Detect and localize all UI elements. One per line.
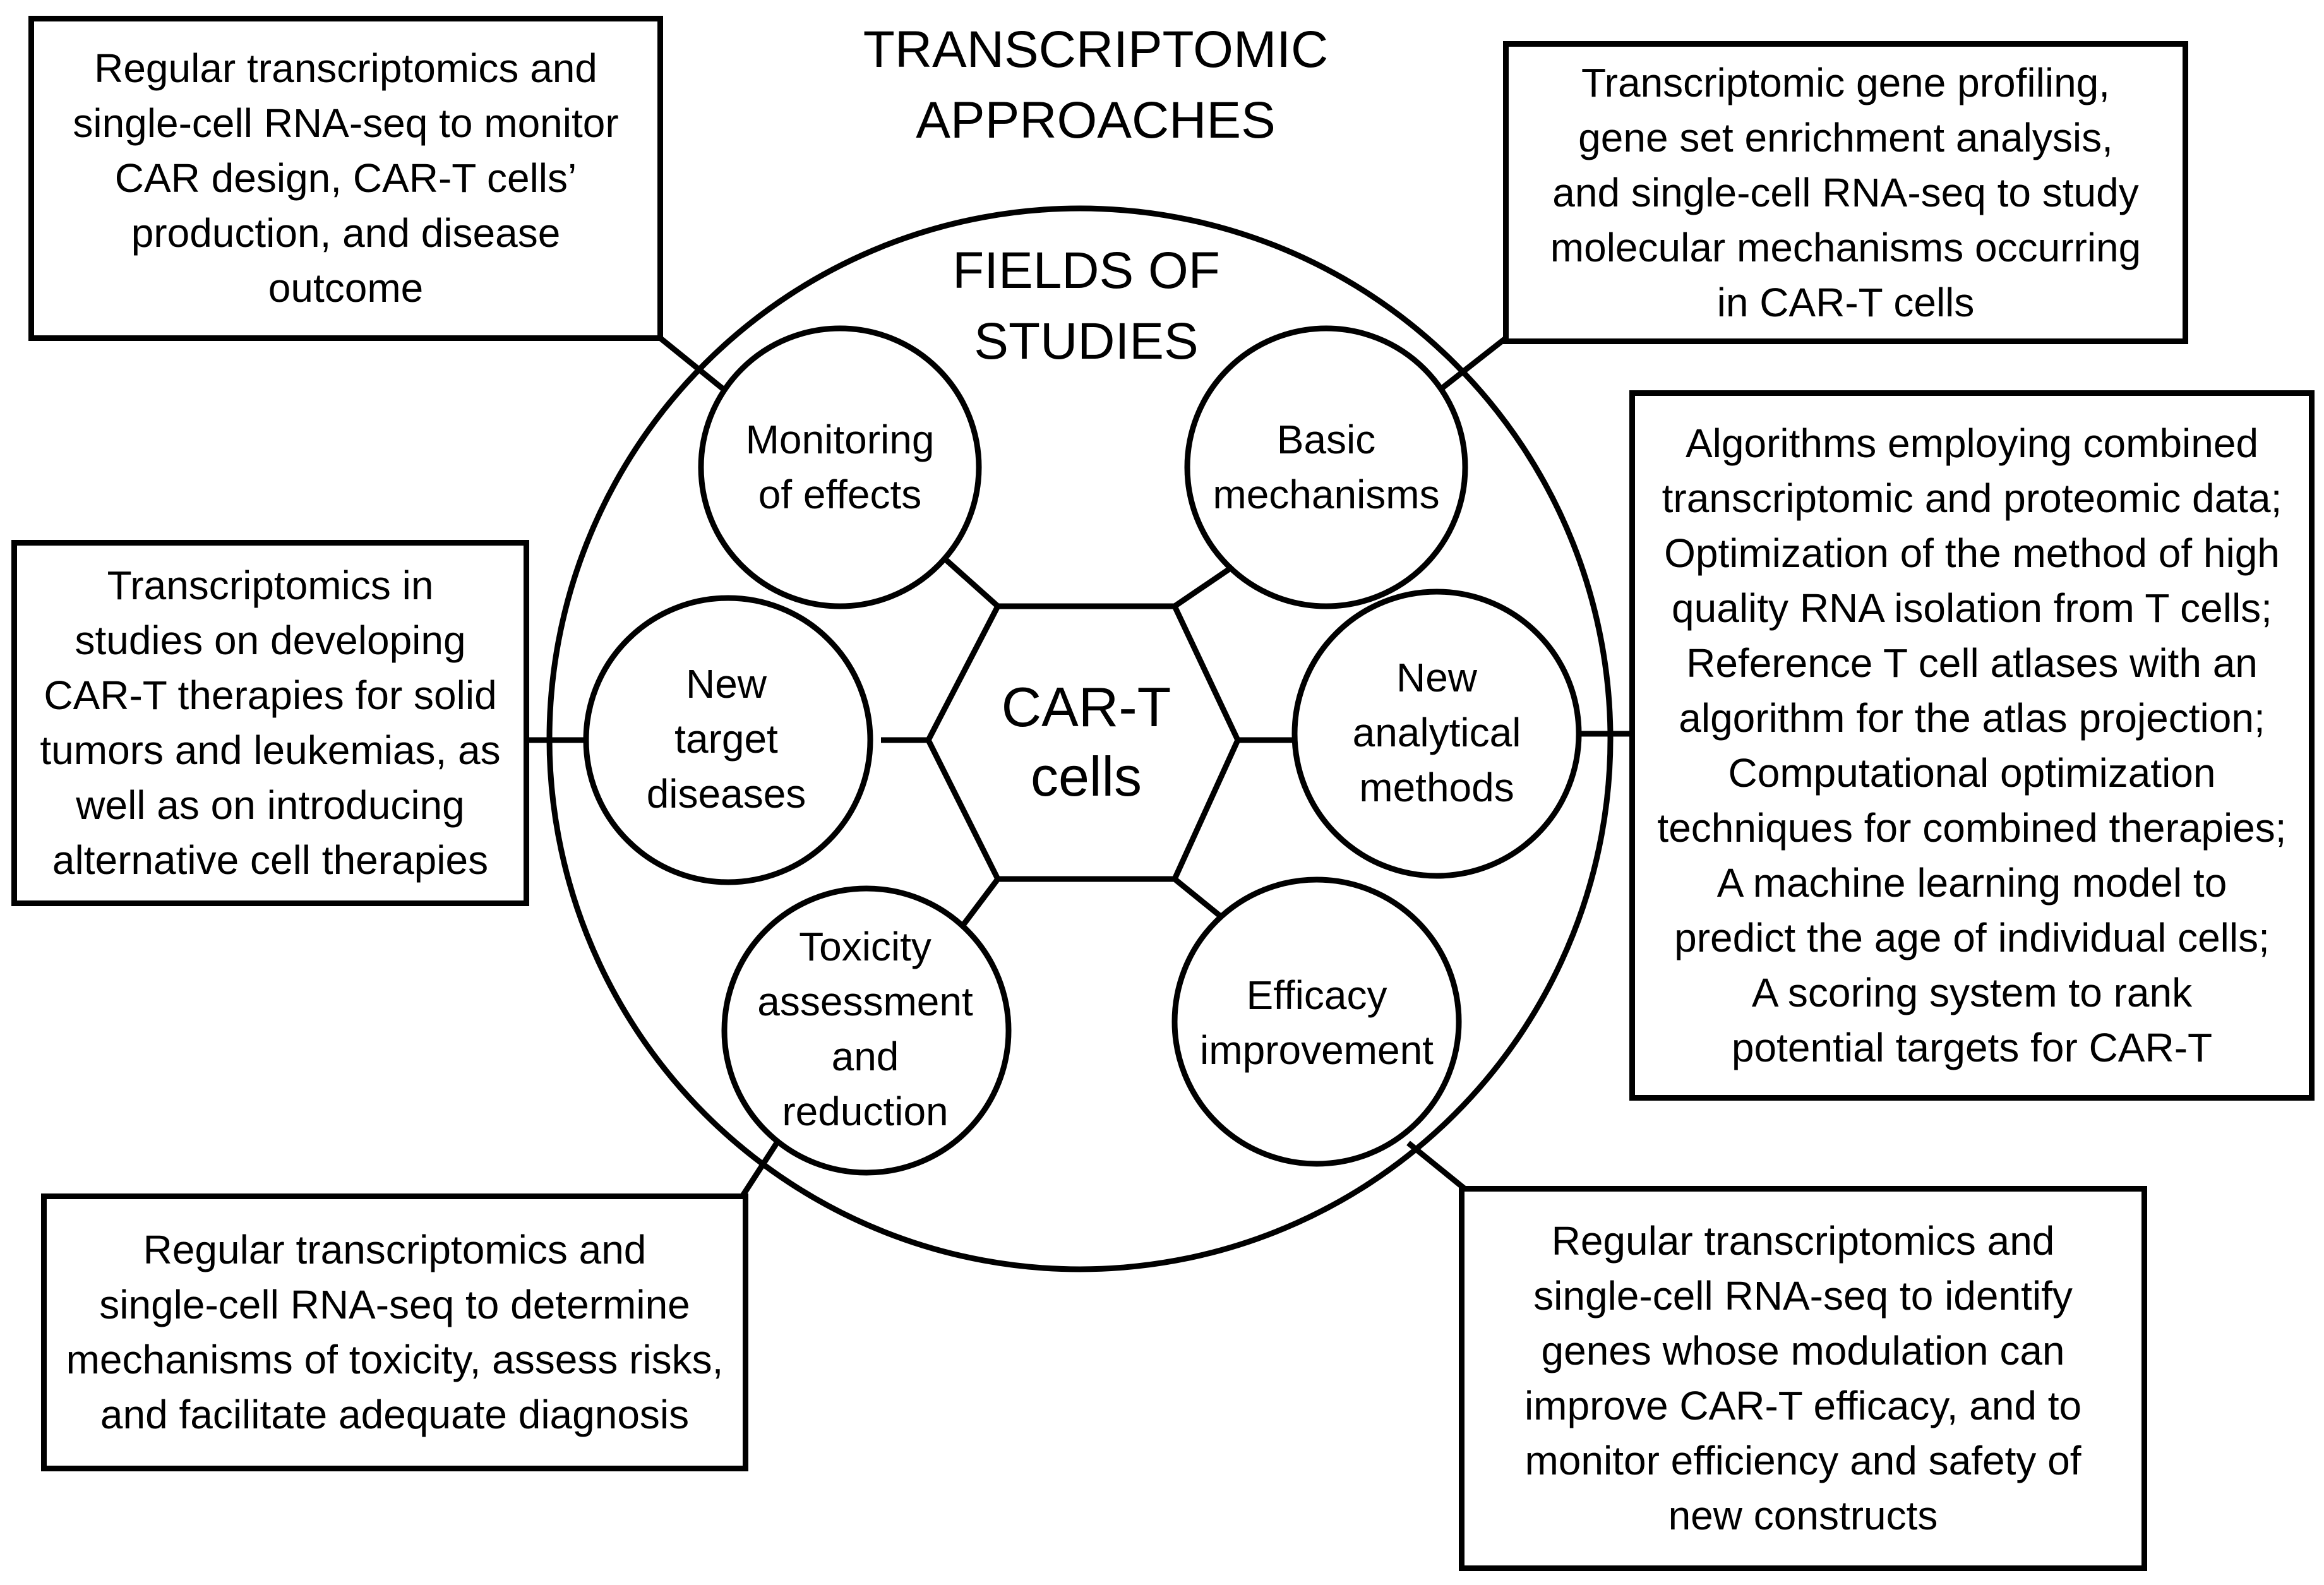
box-middle-left: Transcriptomics in studies on developing… bbox=[11, 540, 529, 906]
center-label: CAR-T cells bbox=[1001, 676, 1171, 808]
center-hexagon bbox=[925, 603, 1241, 882]
box-middle-right: Algorithms employing combined transcript… bbox=[1629, 390, 2315, 1101]
box-bottom-right: Regular transcriptomics and single-cell … bbox=[1459, 1186, 2147, 1571]
field-circle-basic bbox=[1184, 325, 1468, 609]
spoke-toxicity bbox=[961, 877, 1000, 927]
box-top-left: Regular transcriptomics and single-cell … bbox=[28, 16, 663, 341]
field-circle-toxicity bbox=[721, 885, 1012, 1176]
field-label-new-methods: New analytical methods bbox=[1352, 654, 1521, 810]
box-bottom-left: Regular transcriptomics and single-cell … bbox=[41, 1193, 748, 1471]
connector-bottom-left bbox=[740, 1141, 779, 1199]
field-label-basic: Basic mechanisms bbox=[1213, 417, 1440, 517]
spoke-monitoring bbox=[935, 550, 1000, 609]
connector-top-left bbox=[658, 335, 728, 394]
diagram-title: TRANSCRIPTOMIC APPROACHES bbox=[863, 21, 1329, 149]
diagram-subtitle: FIELDS OF STUDIES bbox=[952, 242, 1220, 370]
field-label-efficacy: Efficacy improvement bbox=[1200, 972, 1434, 1073]
field-circle-monitoring bbox=[698, 325, 982, 609]
box-top-right: Transcriptomic gene profiling, gene set … bbox=[1503, 41, 2188, 344]
field-label-new-target: New target diseases bbox=[646, 661, 806, 816]
connector-top-right bbox=[1440, 335, 1508, 391]
field-circle-new-methods bbox=[1291, 589, 1582, 879]
field-label-monitoring: Monitoring of effects bbox=[745, 417, 935, 517]
field-circle-efficacy bbox=[1171, 876, 1462, 1167]
connector-bottom-right bbox=[1406, 1140, 1467, 1192]
field-circle-new-target bbox=[583, 595, 873, 885]
field-label-toxicity: Toxicity assessment and reduction bbox=[757, 924, 973, 1134]
